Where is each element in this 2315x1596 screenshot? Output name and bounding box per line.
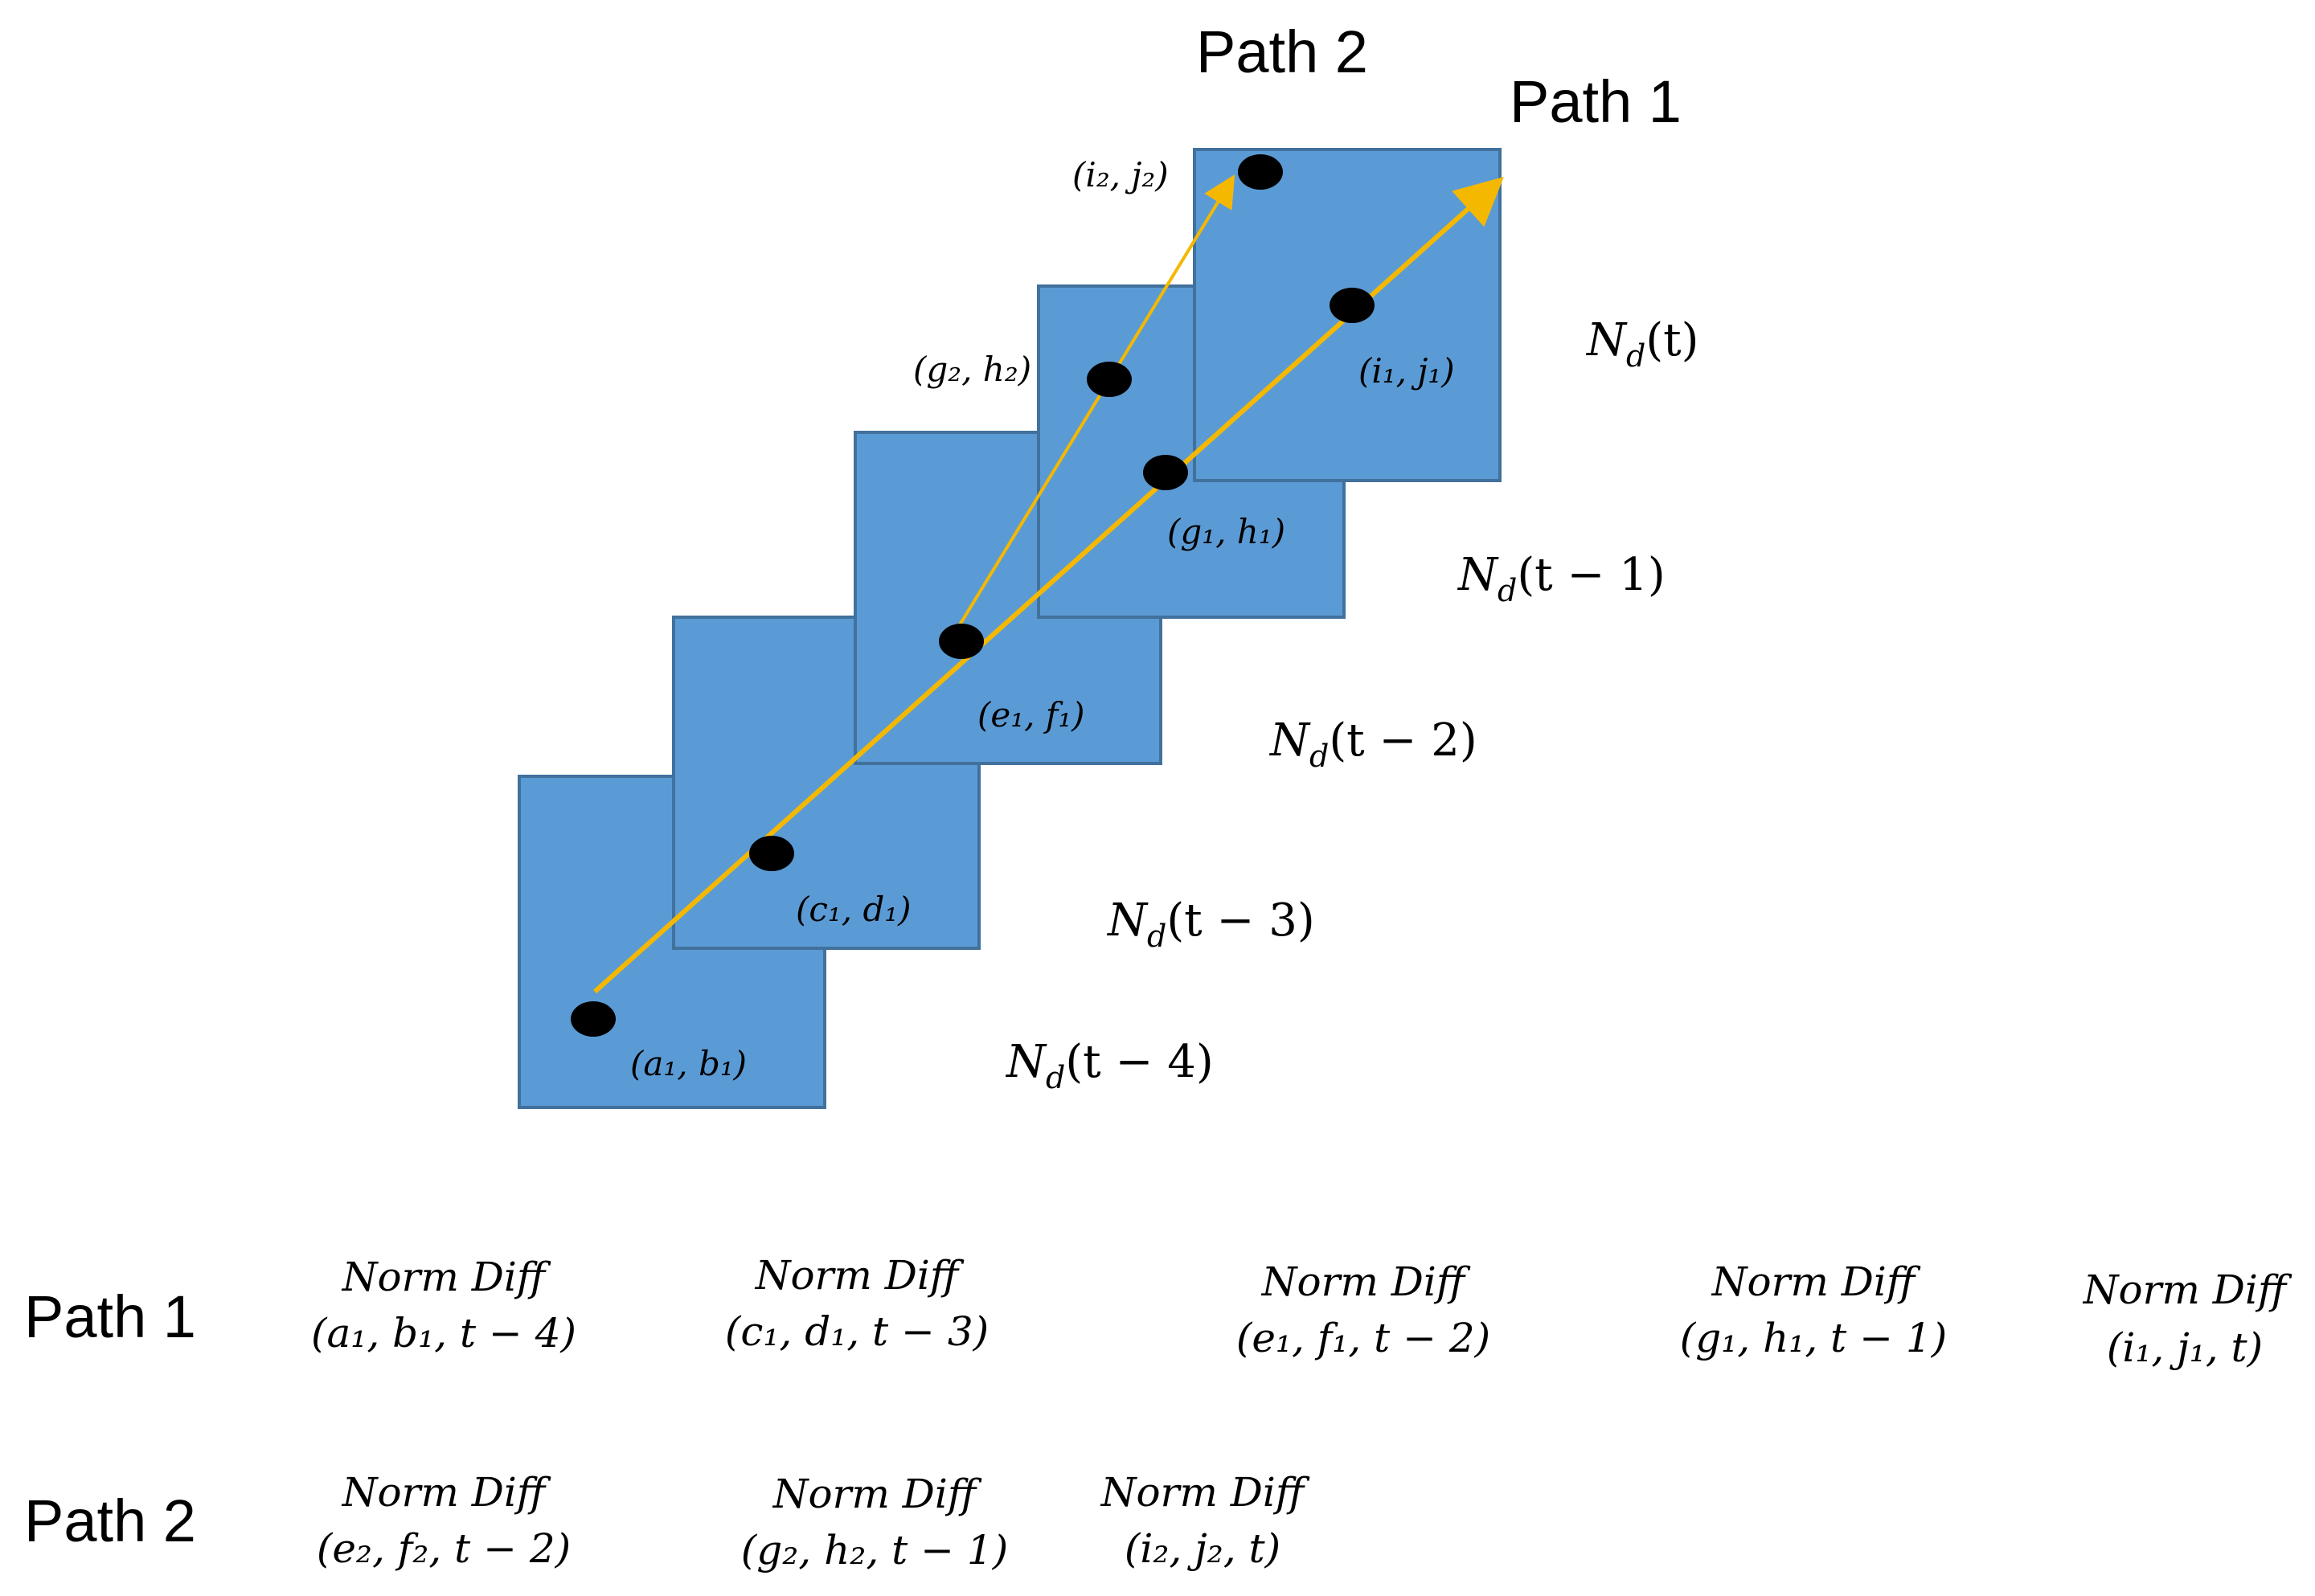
row-label-path2: Path 2 (24, 1488, 196, 1554)
point-label-i1j1: (i₁, j₁) (1358, 351, 1455, 391)
point-g1h1 (1143, 455, 1188, 490)
path1-cell-2-top: Norm Diff (755, 1252, 965, 1299)
path1-title: Path 1 (1510, 68, 1682, 135)
path1-cell-4-bottom: (g₁, h₁, t − 1) (1680, 1315, 1947, 1361)
path1-cell-4-top: Norm Diff (1711, 1258, 1921, 1305)
path2-cell-1-top: Norm Diff (342, 1469, 551, 1516)
point-label-e1f1: (e₁, f₁) (977, 695, 1085, 735)
frame-label-t-4: Nd(t − 4) (1005, 1036, 1214, 1095)
path1-cell-5-bottom: (i₁, j₁, t) (2107, 1324, 2263, 1371)
frame-label-t-1: Nd(t − 1) (1457, 549, 1666, 608)
table-row-path2: Path 2 Norm Diff (e₂, f₂, t − 2) Norm Di… (24, 1469, 1310, 1573)
frames (518, 148, 1502, 1109)
path1-cell-3-bottom: (e₁, f₁, t − 2) (1236, 1315, 1490, 1361)
row-label-path1: Path 1 (24, 1283, 196, 1350)
table-row-path1: Path 1 Norm Diff (a₁, b₁, t − 4) Norm Di… (24, 1252, 2292, 1371)
point-c1d1 (749, 836, 794, 871)
point-label-a1b1: (a₁, b₁) (630, 1044, 747, 1083)
point-label-g1h1: (g₁, h₁) (1167, 512, 1285, 551)
path2-cell-2-top: Norm Diff (772, 1471, 982, 1517)
point-label-c1d1: (c₁, d₁) (796, 890, 912, 929)
path2-cell-1-bottom: (e₂, f₂, t − 2) (317, 1525, 571, 1572)
frame-label-t: Nd(t) (1585, 314, 1699, 374)
path1-cell-5-top: Norm Diff (2083, 1267, 2292, 1313)
frame-label-t-2: Nd(t − 2) (1268, 714, 1477, 774)
path2-title: Path 2 (1196, 18, 1368, 85)
path1-cell-1-bottom: (a₁, b₁, t − 4) (311, 1310, 576, 1357)
path2-cell-3-bottom: (i₂, j₂, t) (1125, 1525, 1280, 1572)
point-a1b1 (571, 1001, 616, 1037)
path2-cell-3-top: Norm Diff (1100, 1469, 1310, 1516)
path2-cell-2-bottom: (g₂, h₂, t − 1) (741, 1527, 1008, 1573)
frame-label-t-3: Nd(t − 3) (1106, 894, 1315, 954)
frame-labels: Nd(t − 4) Nd(t − 3) Nd(t − 2) Nd(t − 1) … (1005, 314, 1699, 1095)
point-i2j2 (1238, 154, 1283, 190)
point-label-i2j2: (i₂, j₂) (1072, 155, 1169, 194)
point-labels: (a₁, b₁) (c₁, d₁) (e₁, f₁) (g₁, h₁) (i₁,… (630, 155, 1455, 1083)
points (571, 154, 1375, 1037)
point-g2h2 (1087, 362, 1132, 397)
path1-cell-3-top: Norm Diff (1261, 1258, 1471, 1305)
point-e1f1 (939, 624, 984, 659)
path2-arrow (955, 174, 1235, 632)
point-label-g2h2: (g₂, h₂) (913, 350, 1031, 389)
path1-cell-1-top: Norm Diff (342, 1254, 551, 1300)
path1-cell-2-bottom: (c₁, d₁, t − 3) (725, 1308, 989, 1355)
point-i1j1 (1330, 288, 1375, 323)
